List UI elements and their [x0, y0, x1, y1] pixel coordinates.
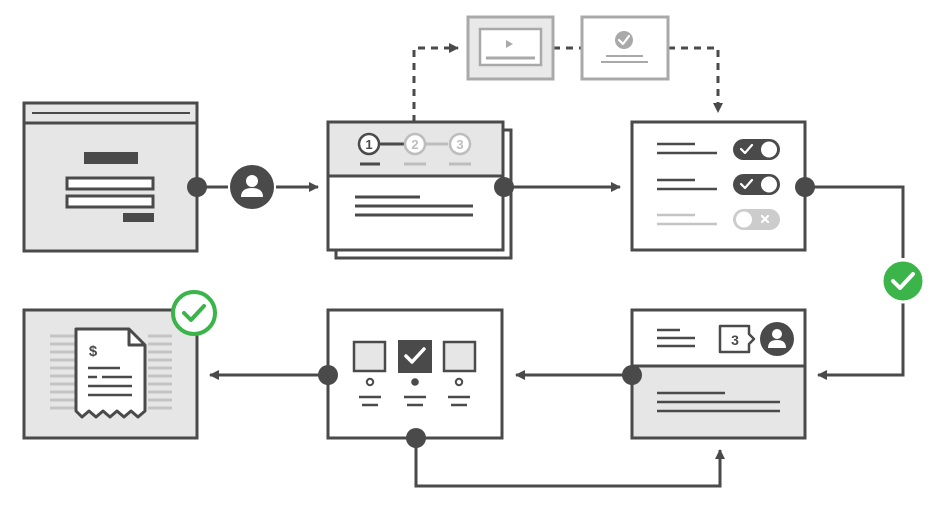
login-password-field — [65, 194, 155, 209]
profile-panel: 3 — [630, 308, 807, 440]
confirm-panel-frame — [580, 15, 670, 81]
success-check-badge — [880, 258, 926, 304]
dot-selection-left — [318, 365, 338, 385]
check-icon — [617, 34, 631, 46]
arrow-check-to-profile — [816, 303, 905, 381]
connector-settings-to-check — [805, 185, 905, 258]
dashed-arrow-to-settings — [668, 46, 724, 114]
wizard-step-1-circle — [357, 132, 381, 156]
check-icon — [739, 178, 754, 190]
wizard-panel: 1 2 3 — [326, 120, 513, 260]
selection-panel-frame — [326, 308, 504, 440]
user-icon — [768, 329, 786, 348]
toggle-off — [733, 209, 780, 230]
receipt-background-lines — [50, 334, 172, 410]
check-icon — [404, 347, 426, 364]
check-icon — [891, 272, 915, 290]
wizard-step-1-label: 1 — [365, 137, 372, 152]
receipt-panel: $ — [22, 308, 199, 440]
option-radio-3 — [454, 377, 464, 387]
dot-login-right — [187, 177, 207, 197]
dashed-connectors — [412, 42, 724, 122]
receipt-icon: $ — [74, 327, 147, 419]
notification-count: 3 — [731, 332, 739, 348]
play-icon — [506, 40, 513, 48]
login-submit-button — [123, 213, 154, 222]
check-icon — [182, 304, 206, 322]
wizard-step-2-circle — [403, 132, 427, 156]
success-check-circle — [880, 258, 926, 304]
arrow-selection-loop-to-profile — [414, 438, 726, 488]
option-card-3 — [442, 340, 477, 373]
dot-profile-left — [622, 365, 642, 385]
option-radio-1 — [365, 377, 375, 387]
confirm-panel — [580, 15, 670, 81]
video-player — [478, 27, 543, 67]
confirm-check-circle — [615, 31, 633, 49]
receipt-currency-symbol: $ — [89, 343, 98, 360]
login-heading-block — [84, 152, 138, 164]
notification-bubble — [718, 324, 756, 354]
login-window-panel — [22, 101, 199, 253]
settings-panel — [630, 120, 807, 252]
login-username-field — [65, 176, 155, 191]
video-panel — [466, 15, 555, 81]
dot-wizard-right — [494, 177, 514, 197]
dashed-arrow-to-video — [412, 42, 460, 122]
option-radio-2-selected — [411, 378, 419, 386]
wizard-step-2-label: 2 — [411, 137, 418, 152]
toggle-on-1 — [733, 139, 780, 160]
check-icon — [739, 143, 754, 155]
dot-selection-bottom — [406, 428, 426, 448]
user-icon — [241, 175, 263, 197]
user-avatar-node — [230, 165, 274, 209]
dot-settings-right — [795, 177, 815, 197]
receipt-success-circle — [171, 290, 217, 336]
toggle-on-2 — [733, 174, 780, 195]
wizard-step-3-circle — [448, 132, 472, 156]
wizard-step-3-label: 3 — [456, 137, 463, 152]
receipt-success-badge — [171, 290, 217, 336]
connector-dots — [187, 177, 815, 448]
selection-panel — [326, 308, 504, 440]
connectors — [197, 42, 905, 488]
option-card-1 — [352, 340, 387, 373]
close-icon — [760, 214, 770, 224]
